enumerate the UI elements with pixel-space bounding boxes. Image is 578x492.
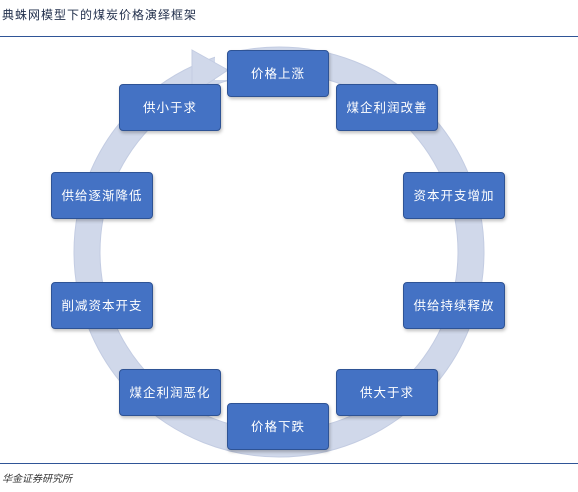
node-profit-improve: 煤企利润改善 xyxy=(336,84,438,131)
node-label: 供小于求 xyxy=(142,99,197,115)
node-undersupply: 供小于求 xyxy=(119,84,221,131)
node-capex-increase: 资本开支增加 xyxy=(403,172,505,219)
node-oversupply: 供大于求 xyxy=(336,369,438,416)
node-profit-worsen: 煤企利润恶化 xyxy=(119,369,221,416)
node-price-fall: 价格下跌 xyxy=(227,403,329,450)
bottom-rule xyxy=(0,463,578,464)
node-label: 煤企利润改善 xyxy=(346,99,428,115)
source-note: 华金证券研究所 xyxy=(2,474,72,485)
top-rule xyxy=(0,36,578,37)
node-label: 资本开支增加 xyxy=(413,187,495,203)
node-label: 供大于求 xyxy=(359,384,414,400)
node-label: 供给持续释放 xyxy=(413,297,495,313)
node-label: 煤企利润恶化 xyxy=(129,384,211,400)
ring-outline xyxy=(73,46,485,458)
node-label: 供给逐渐降低 xyxy=(61,187,143,203)
node-capex-cut: 削减资本开支 xyxy=(51,282,153,329)
node-label: 价格下跌 xyxy=(250,418,305,434)
arrow-head-icon xyxy=(191,49,229,95)
diagram-title: 典蛛网模型下的煤炭价格演绎框架 xyxy=(2,8,198,22)
node-supply-decrease: 供给逐渐降低 xyxy=(51,172,153,219)
node-price-rise: 价格上涨 xyxy=(227,50,329,97)
node-label: 削减资本开支 xyxy=(61,297,143,313)
node-label: 价格上涨 xyxy=(250,65,305,81)
node-supply-release: 供给持续释放 xyxy=(403,282,505,329)
